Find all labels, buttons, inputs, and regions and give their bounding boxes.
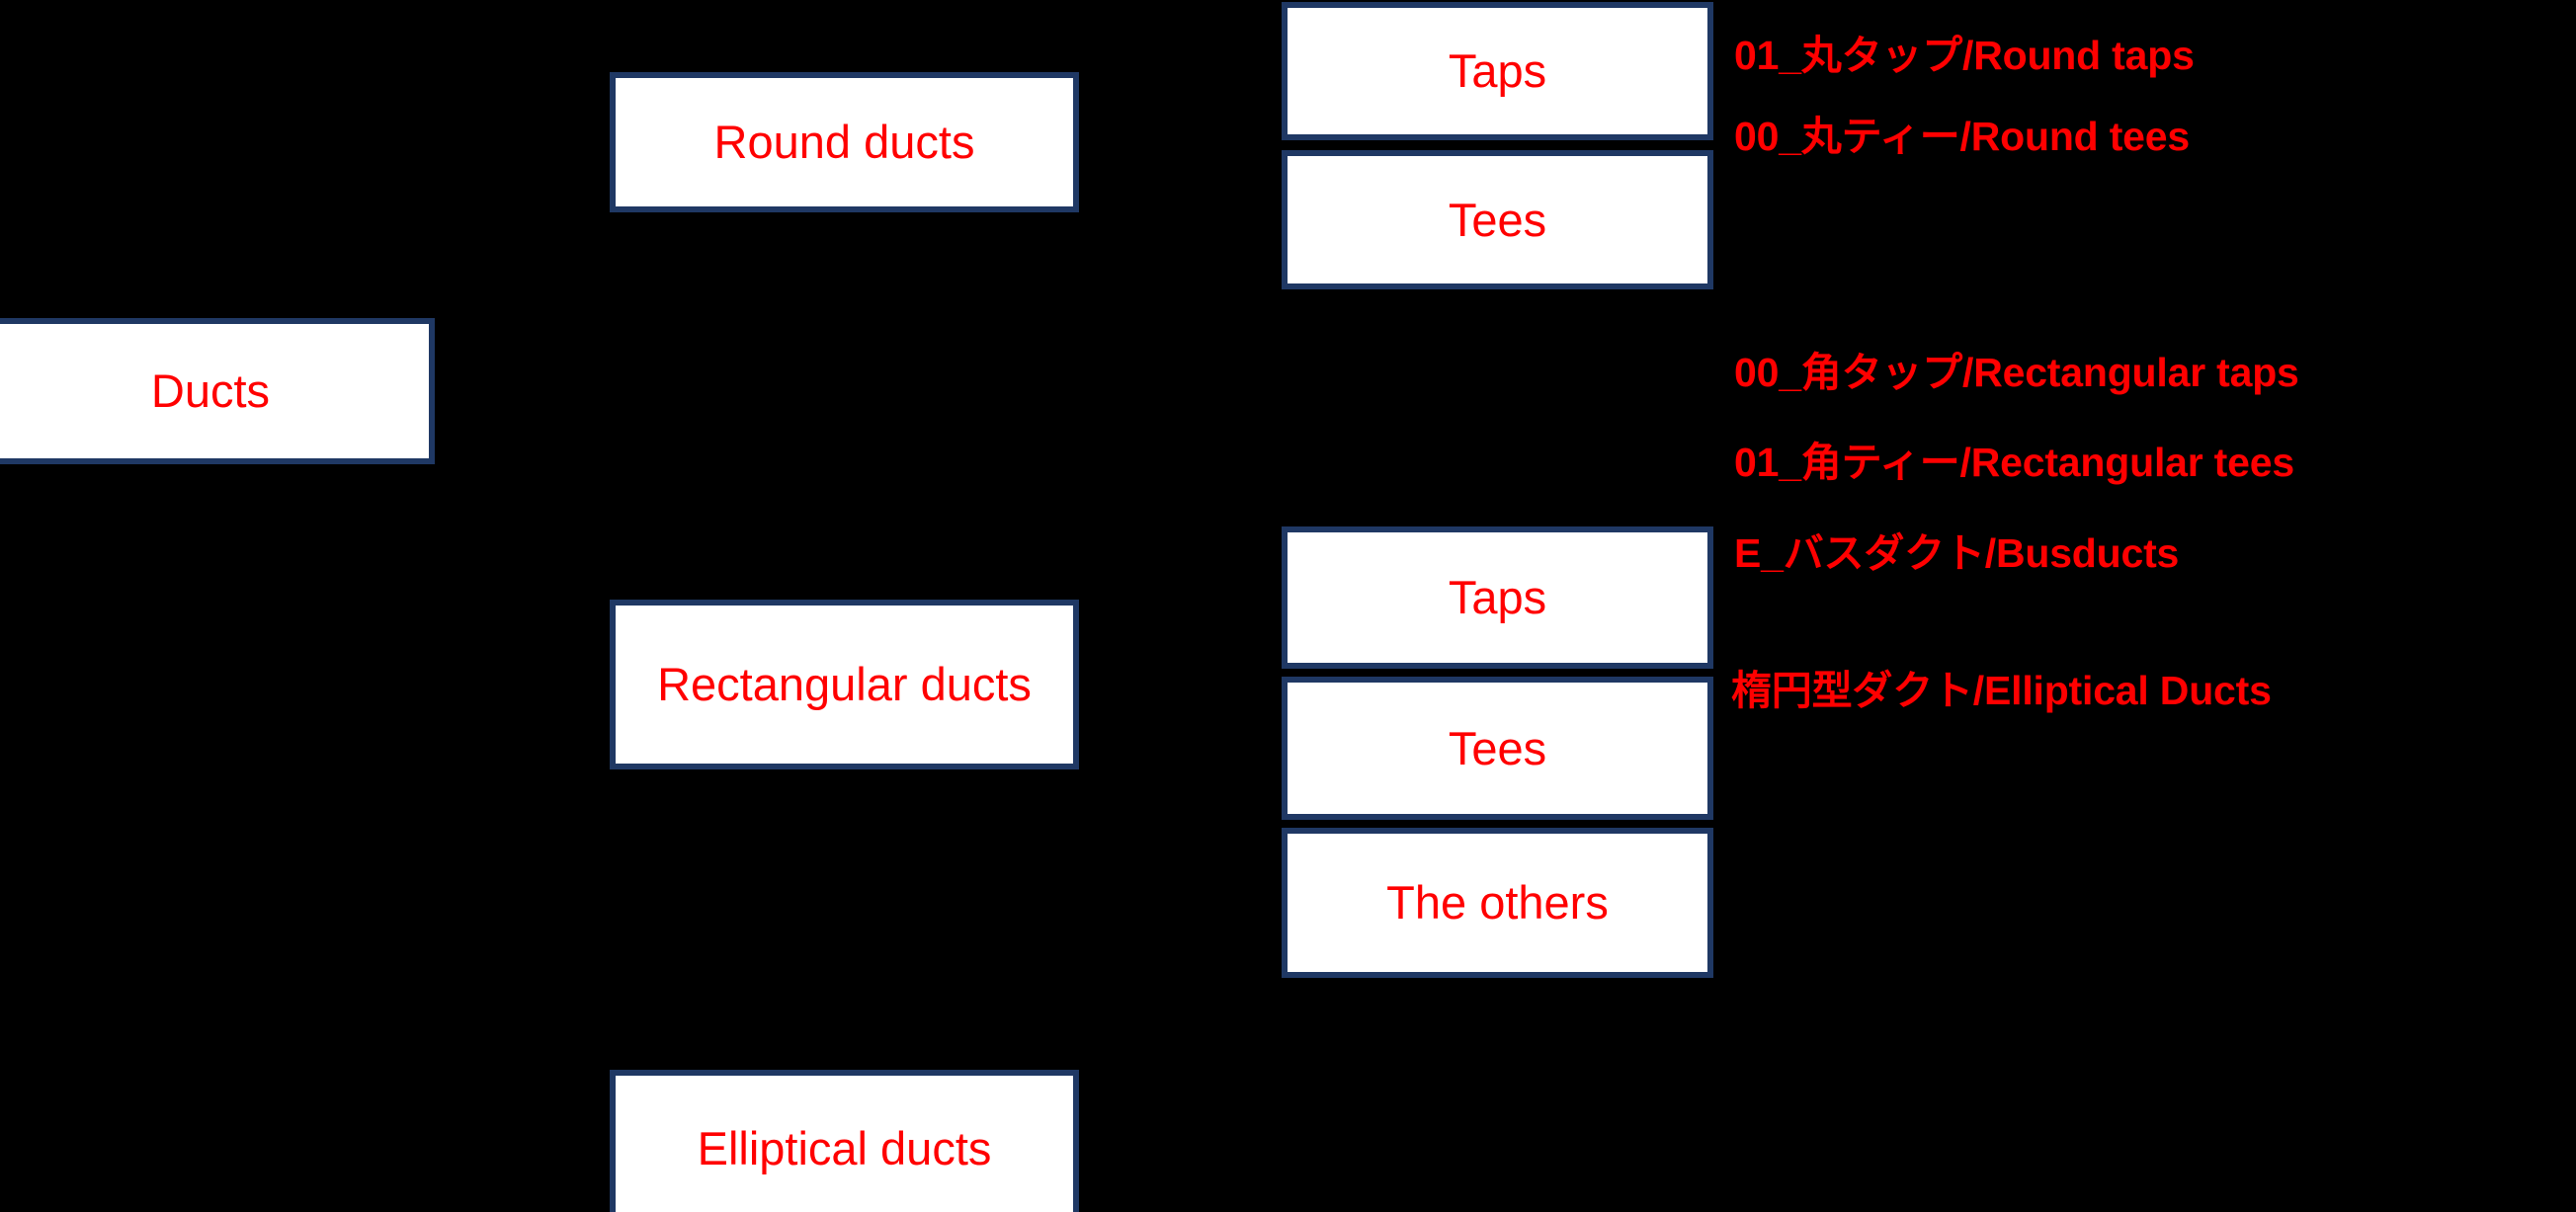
connector-round-to-tees	[1079, 139, 1286, 237]
node-rectangular-others-label: The others	[1386, 876, 1609, 929]
connector-ducts-to-round	[435, 124, 614, 394]
node-rectangular-ducts[interactable]: Rectangular ducts	[610, 600, 1079, 769]
annotation-round-tees: 00_丸ティー/Round tees	[1734, 114, 2190, 159]
annotation-rectangular-tees: 01_角ティー/Rectangular tees	[1734, 440, 2294, 485]
node-round-taps[interactable]: Taps	[1282, 2, 1713, 140]
node-round-ducts-label: Round ducts	[713, 116, 975, 169]
node-rectangular-taps[interactable]: Taps	[1282, 526, 1713, 669]
node-ducts-label: Ducts	[150, 364, 271, 418]
node-round-tees-label: Tees	[1448, 193, 1547, 246]
annotation-round-taps: 01_丸タップ/Round taps	[1734, 33, 2195, 78]
node-rectangular-others[interactable]: The others	[1282, 828, 1713, 978]
connector-ducts-to-rect	[435, 388, 614, 702]
annotation-rectangular-taps: 00_角タップ/Rectangular taps	[1734, 350, 2299, 395]
node-round-ducts[interactable]: Round ducts	[610, 72, 1079, 212]
node-round-taps-label: Taps	[1448, 44, 1547, 98]
node-ducts[interactable]: Ducts	[0, 318, 435, 464]
connector-rect-to-others	[1079, 682, 1286, 921]
annotation-busducts: E_バスダクト/Busducts	[1734, 530, 2180, 576]
connector-ducts-to-elliptical	[435, 388, 614, 1167]
node-rectangular-tees[interactable]: Tees	[1282, 677, 1713, 820]
node-rectangular-tees-label: Tees	[1448, 721, 1547, 774]
node-rectangular-ducts-label: Rectangular ducts	[657, 658, 1032, 711]
node-elliptical-ducts[interactable]: Elliptical ducts	[610, 1070, 1079, 1212]
annotation-elliptical-ducts: 楕円型ダクト/Elliptical Ducts	[1731, 668, 2272, 713]
connector-rect-to-tees	[1079, 682, 1286, 766]
connector-rect-to-taps	[1079, 580, 1286, 687]
node-elliptical-ducts-label: Elliptical ducts	[697, 1122, 992, 1175]
connector-round-to-taps	[1079, 53, 1286, 145]
node-rectangular-taps-label: Taps	[1448, 571, 1547, 624]
node-round-tees[interactable]: Tees	[1282, 150, 1713, 289]
